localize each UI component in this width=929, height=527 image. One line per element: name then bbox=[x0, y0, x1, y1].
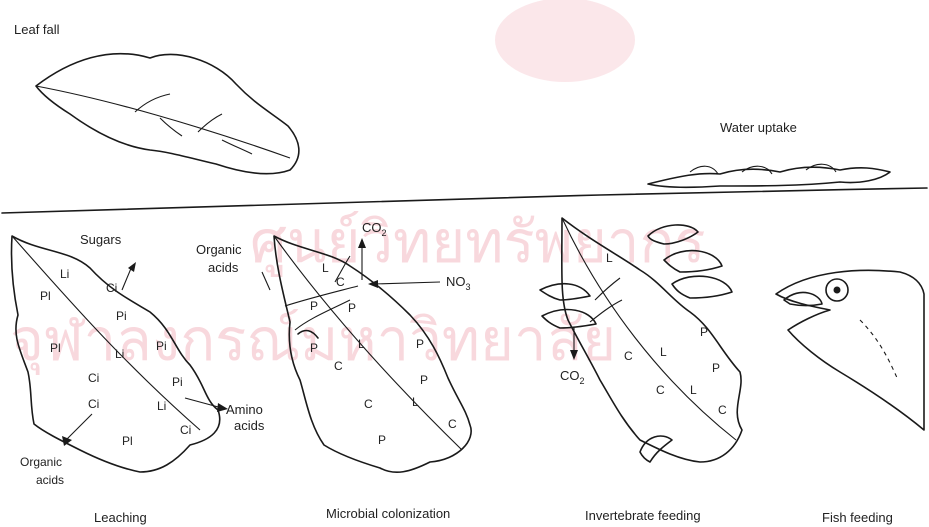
symbol-pl-3: Pl bbox=[122, 434, 133, 448]
fish-pupil bbox=[834, 287, 841, 294]
no3-sub: 3 bbox=[466, 282, 471, 292]
no3-arrow bbox=[374, 282, 440, 284]
symbol-c-m4: C bbox=[448, 417, 457, 431]
falling-leaf bbox=[36, 54, 299, 174]
organic-acids-top-1: Organic bbox=[196, 242, 242, 257]
symbol-l-i1: L bbox=[606, 251, 613, 265]
symbol-p-i2: P bbox=[712, 361, 720, 375]
symbol-c-i1: C bbox=[624, 349, 633, 363]
organic-acids-top-2: acids bbox=[208, 260, 239, 275]
fish bbox=[776, 270, 924, 430]
co2-bottom-main: CO bbox=[560, 368, 580, 383]
symbol-pi-3: Pi bbox=[172, 375, 183, 389]
water-uptake-label: Water uptake bbox=[720, 120, 797, 135]
no3-main: NO bbox=[446, 274, 466, 289]
co2-top-main: CO bbox=[362, 220, 382, 235]
symbol-p-m1: P bbox=[310, 299, 318, 313]
symbol-p-m6: P bbox=[378, 433, 386, 447]
symbol-pl-2: Pl bbox=[50, 341, 61, 355]
organic-acids-arrow bbox=[66, 414, 92, 440]
amino-arrow bbox=[185, 398, 222, 408]
symbol-ci-2: Ci bbox=[88, 371, 99, 385]
symbol-c-m3: C bbox=[364, 397, 373, 411]
stage-fish: Fish feeding bbox=[822, 510, 893, 525]
no3-arrowhead bbox=[368, 280, 378, 288]
sugars-label: Sugars bbox=[80, 232, 122, 247]
amino-label-2: acids bbox=[234, 418, 265, 433]
symbol-p-m5: P bbox=[420, 373, 428, 387]
floating-leaves bbox=[648, 164, 890, 187]
no3-label: NO3 bbox=[446, 274, 471, 292]
symbol-pi-1: Pi bbox=[116, 309, 127, 323]
amino-label-1: Amino bbox=[226, 402, 263, 417]
co2-bottom-sub: 2 bbox=[580, 376, 585, 386]
symbol-l-i3: L bbox=[690, 383, 697, 397]
symbol-l-m1: L bbox=[322, 261, 329, 275]
stage-leaching: Leaching bbox=[94, 510, 147, 525]
sugars-arrowhead bbox=[128, 262, 136, 272]
symbol-li-2: Li bbox=[115, 347, 124, 361]
symbol-c-m1: C bbox=[336, 275, 345, 289]
watermark: ศูนย์วิทยทรัพยากร จุฬาลงกรณ์มหาวิทยาลัย bbox=[10, 0, 706, 376]
symbol-p-m3: P bbox=[310, 341, 318, 355]
co2-top-sub: 2 bbox=[382, 228, 387, 238]
symbol-p-m4: P bbox=[416, 337, 424, 351]
symbol-c-m2: C bbox=[334, 359, 343, 373]
symbol-ci-4: Ci bbox=[180, 423, 191, 437]
symbol-p-m2: P bbox=[348, 301, 356, 315]
watermark-emblem bbox=[495, 0, 635, 82]
symbol-c-i3: C bbox=[718, 403, 727, 417]
symbol-l-i2: L bbox=[660, 345, 667, 359]
symbol-pl-1: Pl bbox=[40, 289, 51, 303]
symbol-p-i1: P bbox=[700, 325, 708, 339]
symbol-li-1: Li bbox=[60, 267, 69, 281]
symbol-c-i2: C bbox=[656, 383, 665, 397]
symbol-l-m3: L bbox=[412, 395, 419, 409]
organic-bottom-label-2: acids bbox=[36, 473, 64, 487]
watermark-line-1: ศูนย์วิทยทรัพยากร bbox=[250, 208, 706, 277]
leaf-fall-label: Leaf fall bbox=[14, 22, 60, 37]
symbol-ci-1: Ci bbox=[106, 281, 117, 295]
symbol-pi-2: Pi bbox=[156, 339, 167, 353]
stage-microbial: Microbial colonization bbox=[326, 506, 450, 521]
stage-invertebrate: Invertebrate feeding bbox=[585, 508, 701, 523]
symbol-ci-3: Ci bbox=[88, 397, 99, 411]
symbol-l-m2: L bbox=[358, 337, 365, 351]
symbol-li-3: Li bbox=[157, 399, 166, 413]
organic-bottom-label-1: Organic bbox=[20, 455, 62, 469]
